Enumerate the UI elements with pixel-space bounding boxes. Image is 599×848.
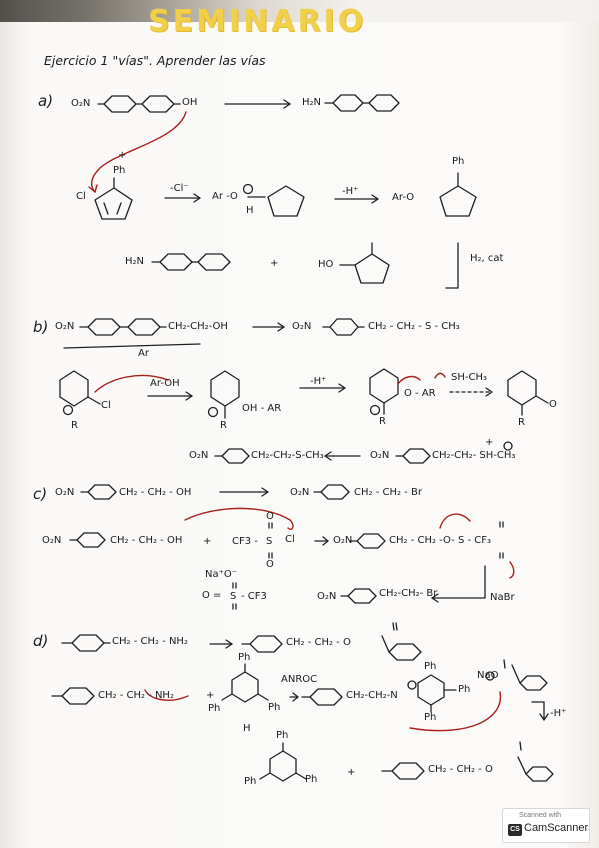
section-d-drawing	[51, 622, 554, 782]
a-minus-cl: -Cl⁻	[170, 183, 189, 194]
page-title: SEMINARIO	[148, 4, 367, 39]
d-bottom-ph2: Ph	[244, 776, 257, 787]
camscanner-name: CamScanner	[524, 822, 589, 834]
a-ar-o-label: Ar -O	[212, 191, 238, 202]
c-o-top: O	[266, 511, 274, 522]
d-nao-label: NaO	[477, 670, 499, 681]
a-ar-o2-label: Ar-O	[392, 192, 415, 203]
b-final-right-nitro: O₂N	[370, 450, 390, 461]
c-row2-right-chain: CH₂ - CH₂ -O- S - CF₃	[389, 535, 492, 546]
section-a-label: a)	[38, 92, 54, 110]
c-product-nitro: O₂N	[290, 487, 310, 498]
a-amine-label: H₂N	[302, 97, 322, 108]
b-product-chain: CH₂ - CH₂ - S - CH₃	[368, 321, 460, 332]
d-ph2: Ph	[208, 703, 221, 714]
b-product-nitro: O₂N	[292, 321, 312, 332]
a-ph-product: Ph	[452, 156, 465, 167]
section-b-drawing	[59, 318, 549, 464]
d-row2-chain: CH₂ - CH₂ - NH₂	[98, 690, 174, 701]
c-cf3-label: CF3 -	[232, 536, 258, 547]
c-br-chain: CH₂-CH₂- Br	[379, 588, 438, 599]
d-row2-right-chain: CH₂-CH₂-N	[346, 690, 398, 701]
page-top-shadow	[0, 0, 599, 22]
a-h-label: H	[246, 205, 254, 216]
b-sh-ch3-label: SH-CH₃	[451, 372, 487, 383]
a-plus-charge: +	[118, 150, 127, 161]
a-oh-label: OH	[182, 97, 198, 108]
c-nabr-label: NaBr	[490, 592, 515, 603]
d-plus: +	[206, 690, 215, 701]
d-ph5: Ph	[458, 684, 471, 695]
d-chain-label: CH₂ - CH₂ - NH₂	[112, 636, 188, 647]
b-ar-label: Ar	[138, 348, 149, 359]
c-o-eq-label: O =	[202, 590, 222, 601]
c-row2-nitro: O₂N	[42, 535, 62, 546]
d-ph6: Ph	[424, 712, 437, 723]
scanned-with-text: Scanned with	[519, 812, 562, 819]
b-r3-label: R	[379, 416, 386, 427]
b-final-left-nitro: O₂N	[189, 450, 209, 461]
section-d-label: d)	[33, 632, 49, 650]
red-mechanism-arrows	[88, 111, 515, 732]
c-s-label: S	[266, 536, 273, 547]
d-minus-h: -H⁺	[550, 708, 567, 719]
d-bottom-plus: +	[347, 767, 356, 778]
c-br-nitro: O₂N	[317, 591, 337, 602]
exercise-heading: Ejercicio 1 "vías". Aprender las vías	[44, 53, 266, 68]
b-r4-label: R	[518, 417, 525, 428]
a-ph-label: Ph	[113, 165, 126, 176]
c-na-o-label: Na⁺O⁻	[205, 569, 238, 580]
b-final-right-chain: CH₂-CH₂- SH-CH₃	[432, 450, 516, 461]
d-bottom-chain: CH₂ - CH₂ - O	[428, 764, 493, 775]
a-h2cat-label: H₂, cat	[470, 253, 504, 264]
b-ar-oh-label: Ar-OH	[150, 378, 180, 389]
c-o-bottom: O	[266, 559, 274, 570]
c-s2-label: S	[230, 591, 237, 602]
c-product-chain: CH₂ - CH₂ - Br	[354, 487, 422, 498]
b-r2-label: R	[220, 420, 227, 431]
section-c-drawing	[69, 484, 504, 610]
d-bottom-ph3: Ph	[305, 774, 318, 785]
b-final-left-chain: CH₂-CH₂-S-CH₃	[251, 450, 324, 461]
b-minus-h: -H⁺	[310, 376, 327, 387]
b-o-label: O	[549, 399, 557, 410]
section-a-drawing	[94, 94, 477, 289]
a-minus-h: -H⁺	[342, 186, 359, 197]
c-nitro-label: O₂N	[55, 487, 75, 498]
b-r-label: R	[71, 420, 78, 431]
c-row2-right-nitro: O₂N	[333, 535, 353, 546]
b-o-ar-label: O - AR	[404, 388, 436, 399]
c-cl-label: Cl	[285, 534, 295, 545]
a-cl-label: Cl	[76, 191, 86, 202]
camscanner-badge: Scanned with CS CamScanner	[502, 808, 590, 843]
a-ho-label: HO	[318, 259, 334, 270]
a-plus-bottom: +	[270, 258, 279, 269]
c-row2-chain: CH₂ - CH₂ - OH	[110, 535, 183, 546]
d-ph3: Ph	[268, 702, 281, 713]
d-bottom-ph1: Ph	[276, 730, 289, 741]
b-nitro-label: O₂N	[55, 321, 75, 332]
a-nitro-label: O₂N	[71, 98, 91, 109]
section-b-label: b)	[33, 318, 49, 336]
d-product-chain: CH₂ - CH₂ - O	[286, 637, 351, 648]
b-oh-ar-label: OH - AR	[242, 403, 282, 414]
a-h2n-bottom: H₂N	[125, 256, 145, 267]
section-c-label: c)	[33, 485, 48, 503]
b-cl-label: Cl	[101, 400, 111, 411]
c-chain-label: CH₂ - CH₂ - OH	[119, 487, 192, 498]
camscanner-logo-icon: CS	[508, 824, 522, 836]
d-h-label: H	[243, 723, 251, 734]
c-plus: +	[203, 536, 212, 547]
d-anroc-label: ANROC	[281, 674, 318, 685]
d-ph1: Ph	[238, 652, 251, 663]
d-ph4: Ph	[424, 661, 437, 672]
b-chain-label: CH₂-CH₂-OH	[168, 321, 228, 332]
c-cf3-2-label: - CF3	[241, 591, 267, 602]
b-plus-charge: +	[485, 437, 494, 448]
